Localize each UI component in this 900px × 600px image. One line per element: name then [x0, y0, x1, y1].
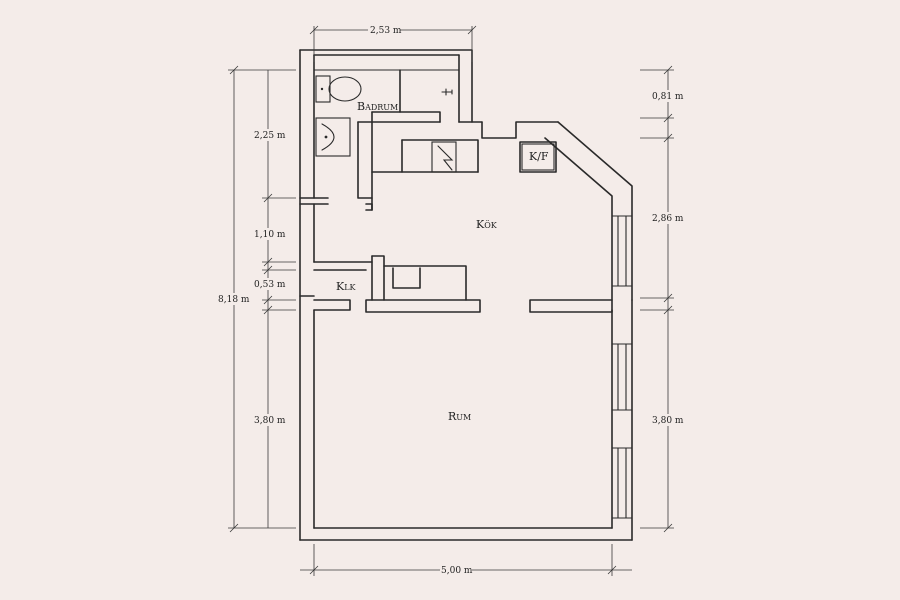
- shower-icon: [441, 88, 453, 96]
- fridge-icon: [521, 143, 555, 171]
- room-label-klk: Klk: [336, 280, 357, 293]
- dimension-bottom-width: 5,00 m: [441, 566, 473, 576]
- room-label-kok: Kök: [476, 218, 498, 231]
- dimension-total-height: 8,18 m: [218, 295, 250, 305]
- dimension-left-110: 1,10 m: [254, 230, 286, 240]
- room-label-kf: K/F: [529, 150, 549, 163]
- interior-walls: [299, 69, 613, 313]
- dimension-top-width: 2,53 m: [370, 26, 402, 36]
- dimension-left-225: 2,25 m: [254, 131, 286, 141]
- window-icon: [611, 215, 633, 287]
- dimension-left-380: 3,80 m: [254, 416, 286, 426]
- dimension-left-053: 0,53 m: [254, 280, 286, 290]
- dimension-right-286: 2,86 m: [652, 214, 684, 224]
- room-label-badrum: Badrum: [357, 100, 398, 113]
- dimension-right-380: 3,80 m: [652, 416, 684, 426]
- window-icon: [611, 447, 633, 519]
- windows: [611, 215, 633, 519]
- window-icon: [611, 343, 633, 411]
- sink-icon: [315, 117, 351, 157]
- dimension-right-081: 0,81 m: [652, 92, 684, 102]
- room-label-rum: Rum: [448, 410, 471, 423]
- toilet-icon: [315, 75, 362, 103]
- dimension-lines: [228, 25, 674, 576]
- stove-icon: [431, 141, 457, 173]
